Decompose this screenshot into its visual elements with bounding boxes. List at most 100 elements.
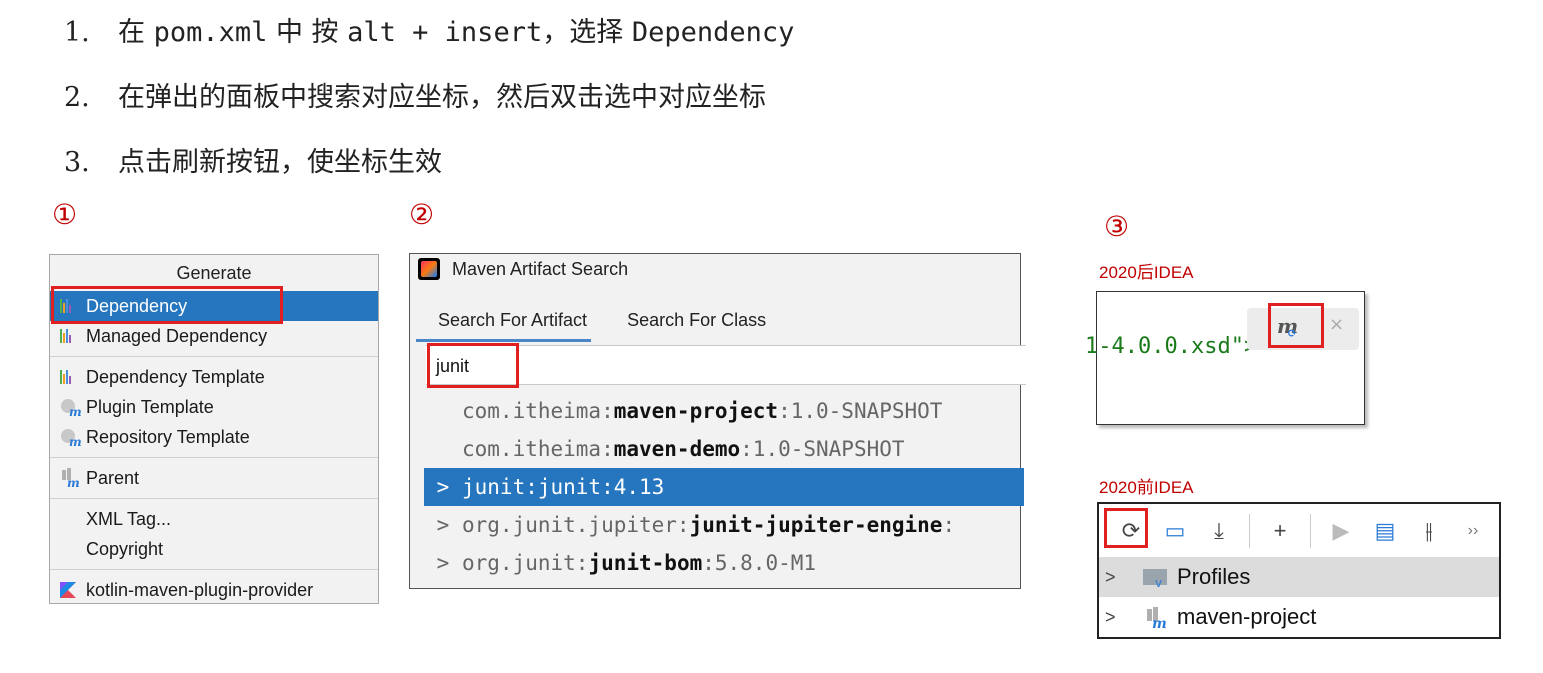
menu-item-label: Copyright: [86, 539, 164, 559]
toolbar-divider: [1249, 513, 1250, 548]
result-row[interactable]: >org.junit:junit-bom:5.8.0-M1: [424, 544, 1024, 582]
toggle-offline-icon[interactable]: ⫲: [1425, 517, 1433, 543]
label-after-2020: 2020后IDEA: [1099, 263, 1194, 282]
dependency-icon: [60, 329, 82, 343]
step-text: 中 按: [267, 17, 348, 48]
tab-search-for-class[interactable]: Search For Class: [627, 310, 767, 330]
maven-plugin-icon: m: [60, 427, 82, 449]
menu-item-xml-tag[interactable]: XML Tag...: [50, 504, 378, 534]
menu-item-parent[interactable]: m Parent: [50, 463, 378, 493]
result-version: :1.0-SNAPSHOT: [778, 399, 943, 423]
result-group: org.junit:: [462, 551, 589, 575]
menu-divider: [50, 498, 378, 499]
menu-item-label: Parent: [86, 468, 140, 488]
menu-divider: [50, 569, 378, 570]
menu-item-copyright[interactable]: Copyright: [50, 534, 378, 564]
menu-item-label: Dependency Template: [86, 367, 265, 387]
kotlin-icon: [60, 582, 82, 598]
maven-plugin-icon: m: [60, 397, 82, 419]
reload-popup: [1247, 308, 1359, 350]
menu-item-kotlin-plugin[interactable]: kotlin-maven-plugin-provider: [50, 575, 378, 605]
close-icon[interactable]: ×: [1329, 314, 1345, 335]
expand-chevron-icon: >: [436, 551, 450, 575]
result-artifact: junit: [537, 475, 602, 499]
step-number: 1.: [64, 17, 90, 48]
result-artifact: maven-project: [613, 399, 779, 423]
menu-divider: [50, 356, 378, 357]
menu-item-dependency[interactable]: Dependency: [50, 291, 378, 321]
svg-text:m: m: [69, 435, 82, 449]
maven-module-icon: m: [1141, 607, 1171, 632]
reload-icon[interactable]: ⟳: [1121, 517, 1141, 543]
step-2: 2. 在弹出的面板中搜索对应坐标，然后双击选中对应坐标: [64, 75, 766, 114]
result-version: :: [942, 513, 956, 537]
maven-module-icon: m: [60, 468, 82, 490]
result-group: com.itheima:: [462, 437, 614, 461]
more-icon[interactable]: ››: [1467, 521, 1479, 539]
expand-chevron-icon: >: [436, 513, 450, 537]
maven-artifact-search-dialog: Maven Artifact Search Search For Artifac…: [409, 253, 1026, 589]
step-3: 3.点击刷新按钮，使坐标生效: [64, 140, 442, 179]
menu-item-managed-dependency[interactable]: Managed Dependency: [50, 321, 378, 351]
result-group: org.junit.jupiter:: [462, 513, 690, 537]
menu-item-label: Dependency: [86, 296, 188, 316]
menu-item-label: Managed Dependency: [86, 326, 268, 346]
menu-item-label: kotlin-maven-plugin-provider: [86, 580, 314, 600]
execute-goal-icon[interactable]: ▤: [1374, 517, 1396, 543]
menu-title: Generate: [176, 263, 252, 283]
generate-sources-icon[interactable]: ▭: [1164, 517, 1186, 543]
result-row[interactable]: com.itheima:maven-project:1.0-SNAPSHOT: [424, 392, 1024, 430]
chevron-right-icon[interactable]: >: [1105, 606, 1116, 627]
artifact-search-input[interactable]: junit: [426, 345, 1026, 385]
intellij-logo-icon: [418, 258, 440, 280]
result-artifact: junit-bom: [588, 551, 703, 575]
chevron-right-icon[interactable]: >: [1105, 566, 1116, 587]
tree-item-label: Profiles: [1177, 564, 1251, 589]
dialog-title: Maven Artifact Search: [452, 258, 629, 279]
svg-text:v: v: [1155, 576, 1162, 590]
tree-item-label: maven-project: [1177, 604, 1317, 629]
menu-divider: [50, 457, 378, 458]
maven-toolbar: ⟳ ▭ ⤓ + ▶ ▤ ⫲ ››: [1099, 504, 1499, 557]
result-row[interactable]: com.itheima:maven-demo:1.0-SNAPSHOT: [424, 430, 1024, 468]
result-artifact: junit-jupiter-engine: [689, 513, 943, 537]
menu-item-dependency-template[interactable]: Dependency Template: [50, 362, 378, 392]
tab-search-for-artifact[interactable]: Search For Artifact: [416, 306, 592, 342]
editor-snippet-after-2020: 1-4.0.0.xsd"> m⟳ ×: [1085, 291, 1365, 425]
menu-item-label: Repository Template: [86, 427, 250, 447]
dialog-header: Maven Artifact Search: [410, 254, 1020, 284]
label-before-2020: 2020前IDEA: [1099, 478, 1194, 497]
step-code: pom.xml: [153, 17, 268, 48]
add-icon[interactable]: +: [1273, 517, 1287, 543]
result-group: com.itheima:: [462, 399, 614, 423]
search-tabs: Search For Artifact Search For Class: [416, 306, 770, 342]
result-version: :1.0-SNAPSHOT: [740, 437, 905, 461]
download-icon[interactable]: ⤓: [1214, 517, 1224, 543]
step-number: 2.: [64, 82, 90, 113]
dependency-icon: [60, 370, 82, 384]
menu-item-label: XML Tag...: [86, 509, 172, 529]
dependency-icon: [60, 299, 82, 313]
step-text: 在弹出的面板中搜索对应坐标，然后双击选中对应坐标: [118, 82, 766, 113]
folder-icon: v: [1141, 567, 1171, 590]
generate-menu: Generate Dependency Managed Dependency D…: [49, 254, 379, 604]
maven-tree: > v Profiles > m maven-project: [1099, 557, 1499, 637]
step-code: Dependency: [631, 17, 795, 48]
marker-1: ①: [52, 198, 78, 231]
run-icon[interactable]: ▶: [1332, 517, 1350, 543]
step-text: 在: [118, 17, 154, 48]
svg-text:m: m: [69, 405, 82, 419]
marker-3: ③: [1104, 210, 1130, 243]
result-row[interactable]: > org.junit.jupiter:junit-jupiter-engine:: [424, 506, 1024, 544]
menu-item-repository-template[interactable]: m Repository Template: [50, 422, 378, 452]
step-1: 1.在 pom.xml 中 按 alt + insert，选择 Dependen…: [64, 10, 794, 49]
tree-item-profiles[interactable]: > v Profiles: [1099, 557, 1499, 597]
svg-text:m: m: [67, 476, 80, 490]
maven-reload-icon[interactable]: m⟳: [1277, 314, 1299, 340]
result-row-selected[interactable]: >junit:junit:4.13: [424, 468, 1024, 506]
step-text: 点击刷新按钮，使坐标生效: [118, 147, 442, 178]
search-results: com.itheima:maven-project:1.0-SNAPSHOT c…: [424, 392, 1024, 582]
svg-text:m: m: [1152, 616, 1167, 632]
tree-item-maven-project[interactable]: > m maven-project: [1099, 597, 1499, 637]
